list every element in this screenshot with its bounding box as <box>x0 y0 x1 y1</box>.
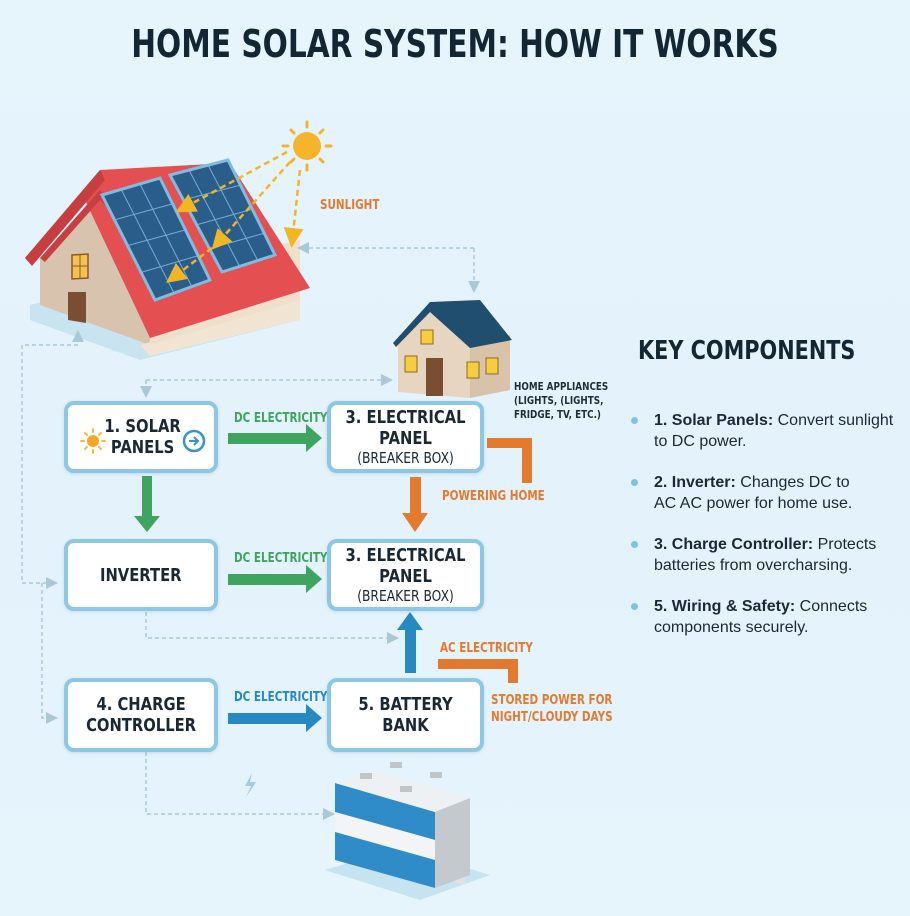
solar-panels-box[interactable]: 1. SOLAR PANELS <box>64 401 218 473</box>
battery-bank-box[interactable]: 5. BATTERY BANK <box>327 678 484 752</box>
key-component-item: 5. Wiring & Safety: Connects components … <box>628 596 908 638</box>
arrow-dc-solar-to-panel <box>228 424 322 452</box>
inverter-label: INVERTER <box>100 564 182 586</box>
ac-electricity-label: AC ELECTRICITY <box>440 641 533 656</box>
home-appliances-line-2: (LIGHTS, (LIGHTS, <box>514 394 604 407</box>
electrical-panel-top-line-2: (BREAKER BOX) <box>357 448 454 467</box>
electrical-panel-label-top: 3. ELECTRICAL PANEL (BREAKER BOX) <box>344 407 466 468</box>
solar-panels-line-2: PANELS <box>111 437 175 458</box>
key-component-name: 1. Solar Panels: <box>654 412 774 429</box>
solar-panels-label: 1. SOLAR PANELS <box>105 416 181 458</box>
bullet-icon <box>631 541 638 548</box>
key-component-desc: Changes DC to AC AC power for home use. <box>654 474 853 512</box>
key-component-desc: Protects batteries from overcharsing. <box>654 536 877 574</box>
dc-electricity-label-3: DC ELECTRICITY <box>234 690 328 705</box>
electrical-panel-box-mid[interactable]: 3. ELECTRICAL PANEL (BREAKER BOX) <box>327 539 484 611</box>
house-with-solar-panels <box>25 158 310 360</box>
home-appliances-line-1: HOME APPLIANCES <box>514 380 609 393</box>
key-component-item: 2. Inverter: Changes DC to AC AC power f… <box>628 472 908 514</box>
battery-bank-label: 5. BATTERY BANK <box>358 694 453 736</box>
orange-bracket-ac-electricity <box>438 659 518 683</box>
arrow-panel-down-orange <box>402 477 428 532</box>
key-component-item: 3. Charge Controller: Protects batteries… <box>628 534 908 576</box>
battery-bank-illustration <box>325 762 490 900</box>
charge-controller-line-1: 4. CHARGE <box>96 694 186 715</box>
sun-icon <box>281 120 333 172</box>
key-component-name: 2. Inverter: <box>654 474 736 491</box>
charge-controller-box[interactable]: 4. CHARGE CONTROLLER <box>64 678 218 752</box>
arrow-solar-to-inverter <box>134 476 160 532</box>
electrical-panel-label-mid: 3. ELECTRICAL PANEL (BREAKER BOX) <box>344 545 466 606</box>
arrow-right-circle-icon[interactable] <box>182 429 206 453</box>
key-components-list: 1. Solar Panels: Convert sunlight to DC … <box>628 410 908 658</box>
key-component-desc: Connects components securely. <box>654 598 868 636</box>
sun-icon <box>80 428 106 454</box>
electrical-panel-box-top[interactable]: 3. ELECTRICAL PANEL (BREAKER BOX) <box>327 401 484 473</box>
stored-power-line-2: NIGHT/CLOUDY DAYS <box>491 710 613 725</box>
solar-panels-line-1: 1. SOLAR <box>104 416 182 437</box>
key-component-name: 5. Wiring & Safety: <box>654 598 796 615</box>
bullet-icon <box>631 479 638 486</box>
inverter-box[interactable]: INVERTER <box>64 539 218 611</box>
arrow-dc-controller-to-battery <box>228 704 322 732</box>
key-component-item: 1. Solar Panels: Convert sunlight to DC … <box>628 410 908 452</box>
charge-controller-label: 4. CHARGE CONTROLLER <box>86 694 196 736</box>
home-icon <box>393 300 512 398</box>
electrical-panel-mid-line-1: 3. ELECTRICAL PANEL <box>345 544 466 587</box>
stored-power-label: STORED POWER FOR NIGHT/CLOUDY DAYS <box>491 692 613 726</box>
key-component-desc: Convert sunlight to DC power. <box>654 412 894 450</box>
dc-electricity-label-2: DC ELECTRICITY <box>234 551 328 566</box>
electrical-panel-top-line-1: 3. ELECTRICAL PANEL <box>345 406 466 449</box>
key-components-title: KEY COMPONENTS <box>638 336 856 366</box>
bullet-icon <box>631 417 638 424</box>
lightning-icon <box>245 773 256 797</box>
key-component-name: 3. Charge Controller: <box>654 536 814 553</box>
arrow-battery-up-blue <box>397 612 423 673</box>
arrow-dc-inverter-to-panel <box>228 565 322 593</box>
dashed-connectors <box>21 242 480 820</box>
home-appliances-label: HOME APPLIANCES (LIGHTS, (LIGHTS, FRIDGE… <box>514 380 608 422</box>
stored-power-line-1: STORED POWER FOR <box>491 693 613 708</box>
bullet-icon <box>631 603 638 610</box>
charge-controller-line-2: CONTROLLER <box>86 715 196 736</box>
electrical-panel-mid-line-2: (BREAKER BOX) <box>357 586 454 605</box>
sunlight-label: SUNLIGHT <box>320 198 380 213</box>
page-title: HOME SOLAR SYSTEM: HOW IT WORKS <box>131 22 779 66</box>
dc-electricity-label-1: DC ELECTRICITY <box>234 411 328 426</box>
orange-bracket-powering-home <box>487 438 532 483</box>
home-appliances-line-3: FRIDGE, TV, ETC.) <box>514 408 601 421</box>
powering-home-label: POWERING HOME <box>442 489 545 504</box>
